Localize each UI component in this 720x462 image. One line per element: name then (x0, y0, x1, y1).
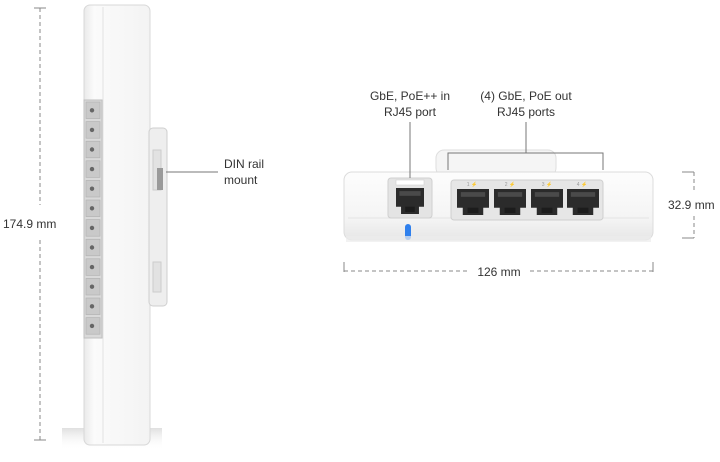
output-ports-bracket (447, 122, 604, 170)
din-rail-callout: DIN rail mount (224, 156, 264, 188)
port-marking-2: 2 ⚡ (505, 181, 515, 188)
width-dimension-line (343, 262, 654, 272)
side-port-hole (89, 127, 95, 133)
output-rj45-port-1 (457, 189, 489, 215)
port-marking-3: 3 ⚡ (542, 181, 552, 188)
side-port-hole (89, 166, 95, 172)
port-marking-1: 1 ⚡ (467, 181, 477, 188)
output-ports-callout-line-1: (4) GbE, PoE out (480, 89, 572, 103)
side-port-hole (89, 108, 95, 113)
side-port-strip (83, 99, 103, 339)
port-marking-4: 4 ⚡ (577, 181, 587, 188)
uplink-port-callout-line-1: GbE, PoE++ in (369, 89, 451, 103)
height-label: 174.9 mm (3, 217, 57, 231)
front-port-group (396, 188, 599, 215)
side-port-hole (89, 304, 95, 309)
output-ports-callout: (4) GbE, PoE out RJ45 ports (468, 88, 584, 120)
side-port-hole (89, 323, 95, 329)
din-rail-callout-line-1: DIN rail (224, 157, 265, 171)
uplink-port-callout: GbE, PoE++ in RJ45 port (364, 88, 456, 120)
side-port-hole (89, 186, 95, 191)
width-label: 126 mm (477, 265, 521, 279)
side-view-device (62, 4, 168, 450)
side-port-hole (89, 225, 95, 231)
uplink-rj45-port (396, 188, 424, 214)
height-dimension-line (34, 7, 46, 441)
side-port-hole (89, 245, 95, 250)
side-port-hole (89, 206, 95, 211)
side-port-hole (89, 284, 95, 289)
output-ports-callout-line-2: RJ45 ports (496, 105, 556, 119)
side-port-hole (89, 264, 95, 270)
output-rj45-port-4 (567, 189, 599, 215)
output-rj45-port-3 (531, 189, 563, 215)
side-port-hole (89, 147, 95, 152)
output-rj45-port-2 (494, 189, 526, 215)
uplink-port-callout-line-2: RJ45 port (383, 105, 437, 119)
depth-label: 32.9 mm (668, 198, 715, 212)
depth-dimension-line (682, 171, 695, 239)
din-rail-callout-line-2: mount (224, 173, 258, 187)
port-markings: 1 ⚡ 2 ⚡ 3 ⚡ 4 ⚡ (467, 181, 587, 188)
